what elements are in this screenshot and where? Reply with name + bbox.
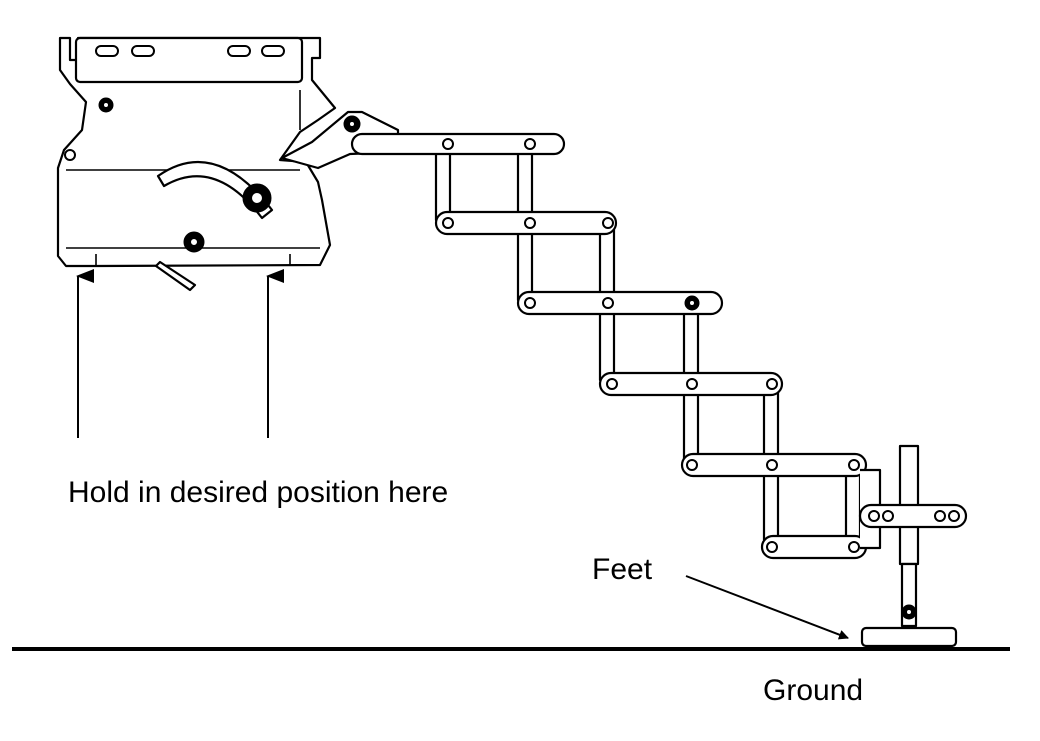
pivot-icon — [934, 510, 946, 522]
hinge — [280, 110, 400, 170]
hold-position-label: Hold in desired position here — [68, 476, 449, 509]
pivot-icon — [766, 541, 778, 553]
pivot-icon — [868, 510, 880, 522]
screw-icon — [64, 149, 76, 161]
vertical-link — [762, 388, 780, 462]
pivot-icon — [948, 510, 960, 522]
pivot-icon — [524, 217, 536, 229]
vertical-link — [844, 468, 862, 542]
foot-pad — [860, 626, 958, 648]
pivot-icon — [686, 378, 698, 390]
top-plate — [74, 36, 304, 84]
adjustment-slot — [156, 160, 274, 220]
vertical-link — [516, 228, 534, 302]
pivot-icon — [524, 297, 536, 309]
pivot-icon — [882, 510, 894, 522]
horizontal-link — [516, 290, 724, 316]
lever — [154, 260, 197, 292]
pivot-icon — [686, 459, 698, 471]
foot-assembly — [858, 444, 968, 648]
pivot-icon — [848, 459, 860, 471]
vertical-link — [598, 308, 616, 382]
slot — [95, 45, 119, 57]
mounting-housing — [56, 36, 400, 292]
slot — [131, 45, 155, 57]
scissor-arm — [350, 132, 868, 560]
pivot-icon — [442, 138, 454, 150]
vertical-link — [516, 148, 534, 222]
pivot-icon — [766, 378, 778, 390]
vertical-link — [682, 388, 700, 462]
pivot-icon — [602, 297, 614, 309]
vertical-link — [434, 148, 452, 222]
pivot-icon — [602, 217, 614, 229]
pivot-icon — [766, 459, 778, 471]
vertical-link — [598, 228, 616, 302]
pivot-icon — [442, 217, 454, 229]
feet-arrow — [685, 575, 849, 640]
vertical-link — [762, 468, 780, 542]
slot — [227, 45, 251, 57]
horizontal-link — [350, 132, 566, 156]
feet-label: Feet — [592, 553, 653, 586]
pivot-icon — [848, 541, 860, 553]
slot — [261, 45, 285, 57]
ground-label: Ground — [763, 674, 864, 707]
pivot-icon — [606, 378, 618, 390]
vertical-link — [682, 308, 700, 382]
pivot-icon — [524, 138, 536, 150]
